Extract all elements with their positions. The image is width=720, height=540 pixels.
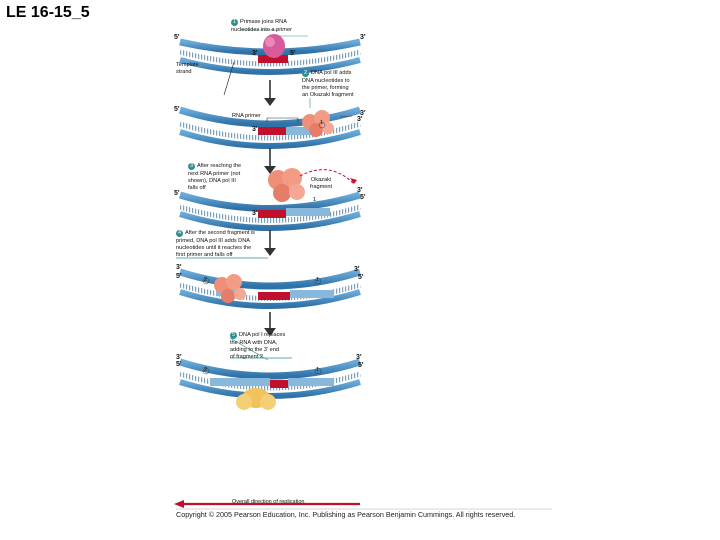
step-1-badge: 1 (231, 19, 238, 26)
five-prime-label: 5' (358, 362, 364, 369)
five-prime-label: 5' (290, 50, 296, 57)
flow-arrows (264, 80, 276, 336)
fragment-2-marker: 2 (204, 277, 208, 283)
template-strand-label: Template strand (176, 62, 199, 75)
five-prime-label: 5' (174, 190, 180, 197)
step-2-text: DNA pol III adds DNA nucleotides to the … (302, 70, 354, 98)
three-prime-label: 3' (252, 126, 258, 133)
overall-direction-arrow (174, 500, 360, 508)
step-3-text: After reaching the next RNA primer (not … (188, 163, 242, 191)
fragment-1-marker: 1 (313, 197, 317, 203)
fragment-1-marker: 1 (320, 120, 324, 126)
panel-3 (178, 168, 362, 231)
okazaki-fragment-label: Okazaki fragment (310, 177, 333, 190)
rna-primer-segment (258, 55, 288, 63)
step-2-badge: 2 (302, 70, 309, 77)
three-prime-label: 3' (357, 116, 363, 123)
three-prime-label: 3' (176, 354, 182, 361)
rna-primer-label: RNA primer (232, 113, 261, 119)
three-prime-label: 3' (252, 210, 258, 217)
three-prime-label: 3' (176, 264, 182, 271)
five-prime-label: 5' (174, 106, 180, 113)
slide-title: LE 16-15_5 (6, 4, 90, 21)
three-prime-label: 3' (360, 110, 366, 117)
fragment-2-marker: 2 (204, 367, 208, 373)
three-prime-label: 3' (357, 187, 363, 194)
dna-pol-iii-second (214, 274, 246, 303)
three-prime-label: 3' (252, 50, 258, 57)
step-5-text: DNA pol I replaces the RNA with DNA, add… (230, 332, 286, 360)
panel-1 (179, 34, 361, 96)
five-prime-label: 5' (358, 274, 364, 281)
step-4-text: After the second fragment is primed, DNA… (176, 230, 255, 258)
fragment-1-marker: 1 (316, 277, 320, 283)
three-prime-label: 3' (354, 266, 360, 273)
overall-direction-label: Overall direction of replication (232, 499, 305, 505)
five-prime-label: 5' (176, 273, 182, 280)
five-prime-label: 5' (176, 361, 182, 368)
five-prime-label: 5' (360, 194, 366, 201)
three-prime-label: 3' (356, 354, 362, 361)
panel-4 (178, 268, 362, 309)
step-3-badge: 3 (188, 163, 195, 170)
panel-5 (178, 358, 362, 410)
step-5-badge: 5 (230, 332, 237, 339)
template-strand (179, 57, 361, 75)
three-prime-label: 3' (360, 34, 366, 41)
step-1-text: Primase joins RNA nucleotides into a pri… (231, 19, 292, 33)
dna-pol-i-enzyme (236, 388, 276, 410)
copyright-notice: Copyright © 2005 Pearson Education, Inc.… (176, 510, 516, 519)
released-dna-pol-iii (268, 168, 305, 202)
five-prime-label: 5' (174, 34, 180, 41)
step-4-badge: 4 (176, 230, 183, 237)
fragment-1-marker: 1 (316, 367, 320, 373)
primase-enzyme (263, 34, 285, 58)
panel-2 (178, 106, 362, 149)
